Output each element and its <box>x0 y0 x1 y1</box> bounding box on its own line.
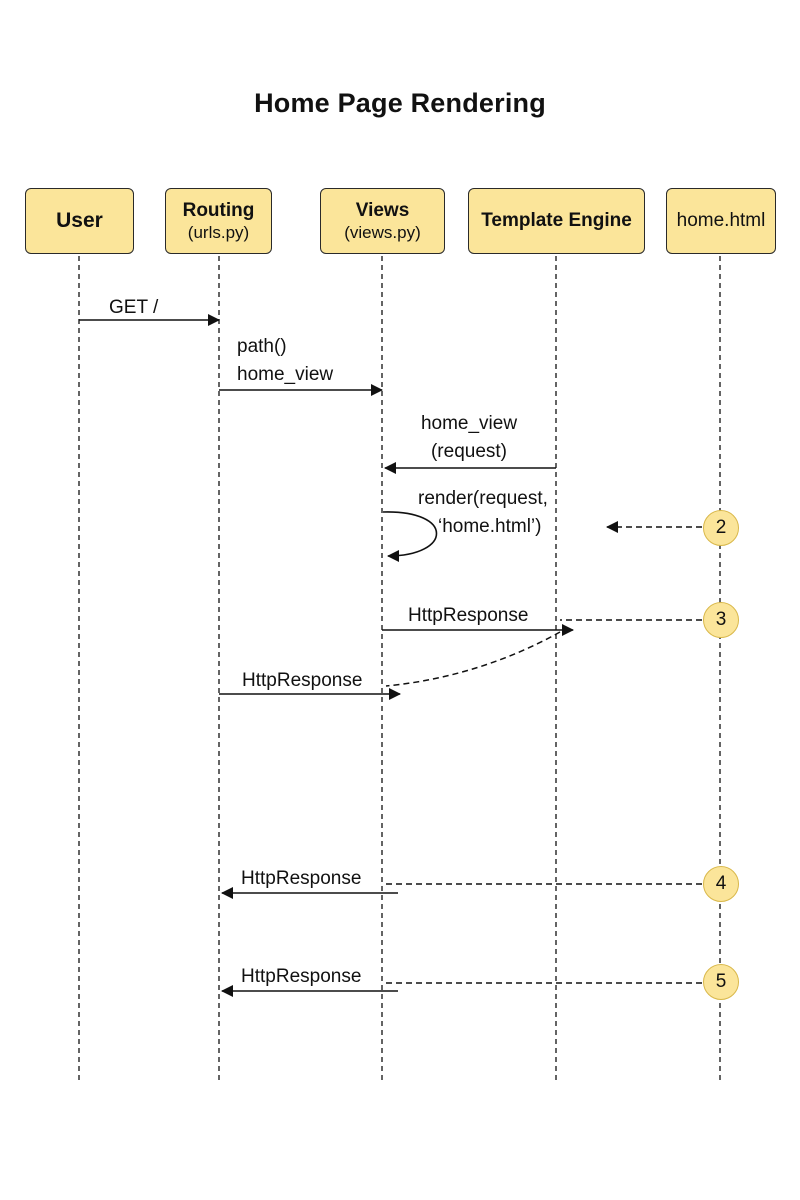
participant-views-sub: (views.py) <box>344 223 421 243</box>
label-render-line2: ‘home.html’) <box>438 516 542 537</box>
participant-user-name: User <box>56 208 103 232</box>
participant-user: User <box>25 188 134 254</box>
step-badge-2: 2 <box>703 510 739 546</box>
label-render-line1: render(request, <box>418 488 548 509</box>
participant-views-name: Views <box>355 199 410 221</box>
label-response-views-to-engine: HttpResponse <box>408 605 529 626</box>
label-get: GET / <box>109 297 159 318</box>
step-badge-5: 5 <box>703 964 739 1000</box>
label-response-routing-to-views: HttpResponse <box>242 670 363 691</box>
arrow-render-self <box>382 511 438 562</box>
diagram-title: Home Page Rendering <box>254 88 546 118</box>
participant-routing-name: Routing <box>182 199 255 221</box>
label-response-4: HttpResponse <box>241 868 362 889</box>
label-path-line1: path() <box>237 336 287 357</box>
label-home-view-line2: (request) <box>430 441 508 462</box>
participant-routing: Routing (urls.py) <box>165 188 272 254</box>
label-path-line2: home_view <box>237 364 334 385</box>
participant-home-html: home.html <box>666 188 776 254</box>
participant-home-html-name: home.html <box>676 210 766 232</box>
step-badge-3: 3 <box>703 602 739 638</box>
participant-routing-sub: (urls.py) <box>187 223 250 243</box>
label-home-view-line1: home_view <box>420 413 518 434</box>
participant-template-engine-name: Template Engine <box>481 210 632 232</box>
dashed-curve-engine-to-views <box>385 631 561 687</box>
label-response-5: HttpResponse <box>241 966 362 987</box>
participant-template-engine: Template Engine <box>468 188 645 254</box>
participant-views: Views (views.py) <box>320 188 445 254</box>
step-badge-4: 4 <box>703 866 739 902</box>
